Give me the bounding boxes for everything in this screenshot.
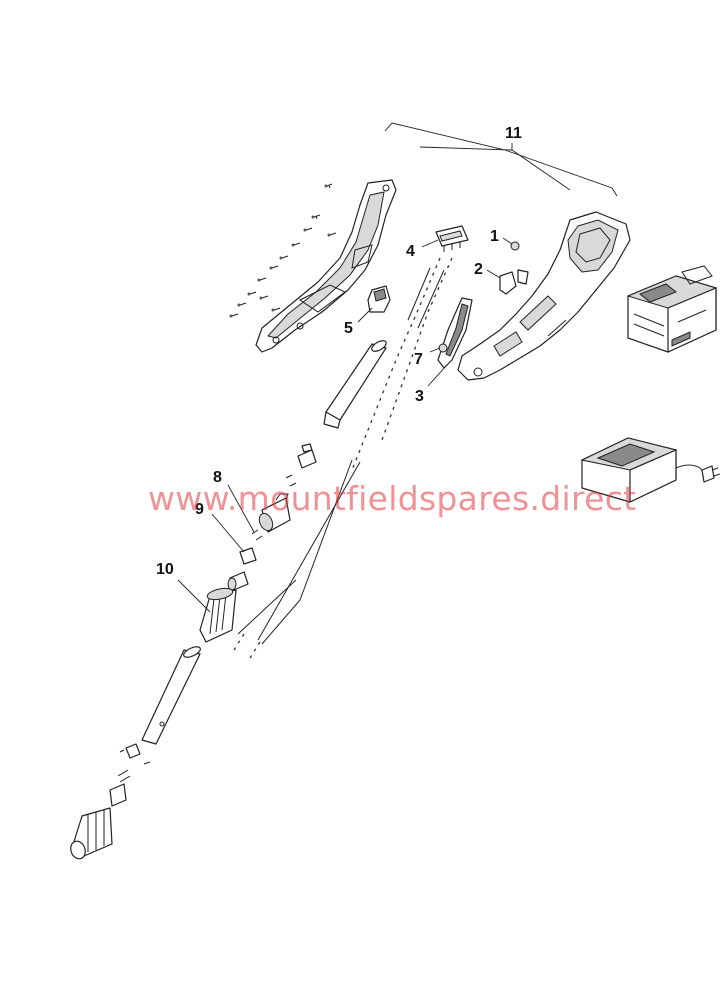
- nut-part-7: [429, 343, 448, 353]
- callout-7: 7: [414, 351, 423, 368]
- right-handle-half: [457, 211, 631, 381]
- callout-8: 8: [213, 469, 222, 486]
- nut-part-1: [502, 237, 520, 251]
- bottom-grip-cap: [70, 807, 113, 860]
- upper-shaft: [323, 340, 387, 429]
- charger: [580, 437, 721, 503]
- ring-small: [227, 571, 249, 591]
- lever-part-2: [486, 269, 529, 295]
- bottom-hardware: [109, 743, 151, 807]
- switch-part-4: [421, 225, 469, 252]
- battery-pack: [626, 265, 718, 353]
- pin-part-8: [227, 484, 263, 541]
- coupling-sleeve: [258, 493, 291, 533]
- screw-set: [229, 183, 337, 318]
- callout-3: 3: [415, 388, 424, 405]
- watermark-text: www.mountfieldspares.direct: [148, 479, 636, 518]
- collar-part-9: [211, 513, 257, 565]
- connector-upper: [285, 443, 317, 487]
- lower-shaft: [141, 646, 201, 745]
- cable-lines: [233, 257, 453, 659]
- left-handle-half: [255, 179, 397, 353]
- callout-2: 2: [474, 261, 483, 278]
- clip-part-5: [357, 285, 391, 323]
- callout-4: 4: [406, 243, 415, 260]
- callout-1: 1: [490, 228, 499, 245]
- callout-10: 10: [156, 561, 174, 578]
- callout-11: 11: [505, 125, 522, 142]
- grip-sleeve-part-10: [177, 579, 237, 643]
- bracket-11: [384, 122, 618, 197]
- callout-5: 5: [344, 320, 353, 337]
- callout-9: 9: [195, 501, 204, 518]
